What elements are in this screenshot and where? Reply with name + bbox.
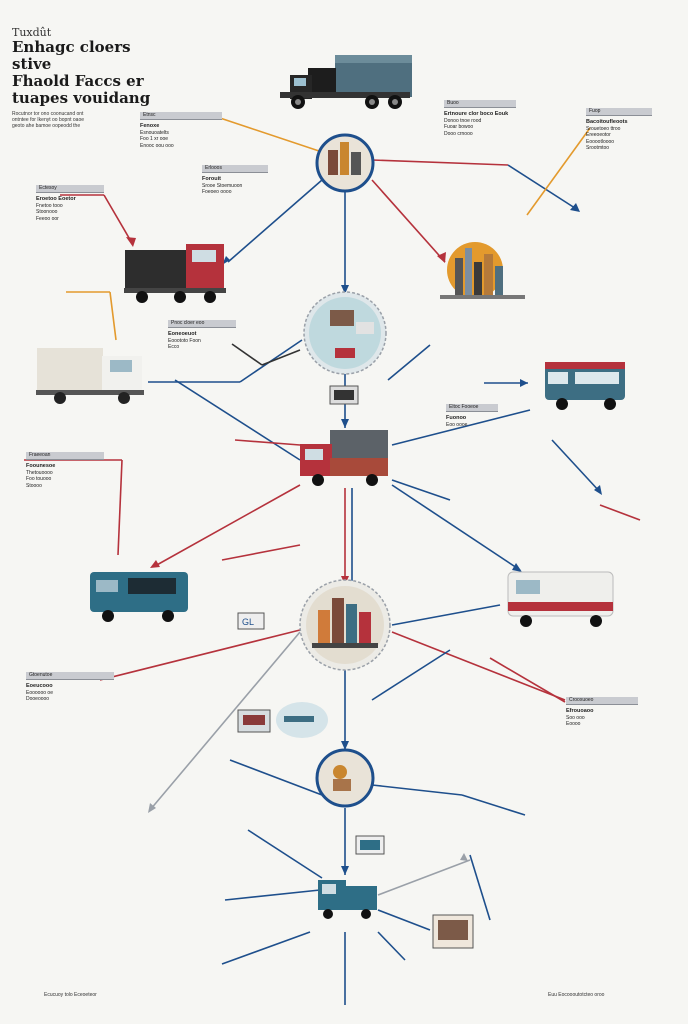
dark-truck-illustration <box>124 244 226 303</box>
city-circle-node-1 <box>315 133 375 193</box>
white-box-truck-illustration <box>36 348 144 404</box>
text-box-line: Srootmtoo <box>586 145 610 152</box>
text-box-subtitle: Bacoitoufleoots <box>586 119 628 125</box>
text-box-line: Feeoo oor <box>36 215 59 222</box>
arrowheads <box>126 203 602 875</box>
text-box-line: Eoooooo oe <box>26 689 53 696</box>
text-box-line: Srooe Stoemuoon <box>202 182 243 189</box>
text-box-header: Etnsc <box>140 112 222 120</box>
blue-van-illustration <box>545 362 625 410</box>
text-box-4: Ectesoy Eroetoo Eoetor Fnetoo tooo Stoon… <box>36 185 104 222</box>
central-truck-illustration <box>300 430 388 486</box>
small-truck-illustration <box>318 880 377 919</box>
text-box-5: Erlooos Forouit Srooe Stoemuoon Foeoeo o… <box>202 165 268 196</box>
gl-label: GL <box>242 617 254 627</box>
title-line-1: Enhagc cloers stive <box>12 38 131 73</box>
title-block: Tuxdût Enhagc cloers stive Fhaold Faccs … <box>12 26 152 129</box>
text-box-header: Crooxuoeo <box>566 697 638 705</box>
text-box-header: Buoo <box>444 100 516 108</box>
title-kicker: Tuxdût <box>12 26 52 39</box>
map-circle-node <box>303 291 387 375</box>
text-box-subtitle: Eoneoeuot <box>168 331 197 337</box>
intro-line-2: ontntee for Ikenyt oo bopnt oaoe <box>12 117 84 123</box>
intro-line-3: geoto ahe bamoe oopeodd the <box>12 123 81 129</box>
text-box-9: Gtoenutoe Eoeucooo Eoooooo oe Dooeoooo <box>26 672 114 703</box>
text-box-header: Gtoenutoe <box>26 672 114 680</box>
text-box-line: Donoo tnoe rood <box>444 117 482 124</box>
city-skyline-illustration <box>440 242 525 299</box>
text-box-header: Fuop <box>586 108 652 116</box>
text-box-subtitle: Ertnoure clor boco Eouk <box>444 111 509 117</box>
city-circle-node-2 <box>299 579 391 671</box>
text-box-header: Erlooos <box>202 165 268 173</box>
text-box-line: Eoo oooe <box>446 421 468 428</box>
text-box-header: Eltoc Fooeoe <box>446 404 498 412</box>
teal-van-illustration <box>90 572 188 622</box>
worker-circle-node <box>315 748 375 808</box>
text-box-line: Stoooo <box>26 482 42 489</box>
footer-left: Ecucuoy tolo Eceoeteor <box>44 992 97 998</box>
text-box-subtitle: Efrouoaoo <box>566 708 594 714</box>
text-box-7: Fraeeoan Foounesoe Thetouoooo Foo touooo… <box>26 452 104 489</box>
text-box-subtitle: Foounesoe <box>26 463 56 469</box>
text-box-line: Soo ooo <box>566 714 585 721</box>
text-box-line: Eoooo <box>566 721 581 728</box>
text-box-line: Fnetoo tooo <box>36 202 63 209</box>
text-box-line: Dooeoooo <box>26 696 50 703</box>
text-box-line: Eooootloooo <box>586 138 615 145</box>
text-box-line: Srouetoeo ttroo <box>586 125 621 132</box>
white-van-illustration <box>507 571 614 627</box>
text-box-line: Foo 1 xr ooe <box>140 136 169 143</box>
text-box-header: Fraeeoan <box>26 452 104 460</box>
intro-line-1: Rocutnor tor ono coonucand ont <box>12 111 84 117</box>
text-box-header: Pnoc cloer eoo <box>168 320 236 328</box>
text-box-line: Esnouoatelts <box>140 129 169 136</box>
text-box-line: Eooototo Foon <box>168 337 201 344</box>
text-box-1: Etnsc Fenoxe Esnouoatelts Foo 1 xr ooe E… <box>140 112 222 149</box>
text-box-subtitle: Fenoxe <box>140 123 160 129</box>
text-box-line: Ecco <box>168 344 180 351</box>
text-box-line: Ereeoeotor <box>586 132 611 139</box>
text-box-subtitle: Forouit <box>202 176 221 182</box>
title-line-2: Fhaold Faccs er <box>12 72 144 90</box>
footer-right: Euu Eocoooutotcteo oroo <box>548 992 605 998</box>
text-box-line: Thetouoooo <box>26 469 53 476</box>
text-box-header: Ectesoy <box>36 185 104 193</box>
text-box-subtitle: Eroetoo Eoetor <box>36 196 76 202</box>
title-line-3: tuapes vouidang <box>12 89 151 107</box>
text-box-line: Enooc oou ooo <box>140 142 174 149</box>
text-box-line: Foo touooo <box>26 476 52 483</box>
thumbnail-images: GL <box>237 385 474 949</box>
text-box-line: Stoonooo <box>36 209 58 216</box>
text-box-8: Eltoc Fooeoe Fuonoo Eoo oooe <box>446 404 498 428</box>
text-box-10: Crooxuoeo Efrouoaoo Soo ooo Eoooo <box>566 697 638 728</box>
top-truck-illustration <box>280 55 412 109</box>
text-box-6: Pnoc cloer eoo Eoneoeuot Eooototo Foon E… <box>168 320 236 351</box>
text-box-line: Fuoar bowoo <box>444 124 474 131</box>
text-box-subtitle: Eoeucooo <box>26 683 53 689</box>
text-box-3: Fuop Bacoitoufleoots Srouetoeo ttroo Ere… <box>586 108 652 152</box>
text-box-line: Dooo crnooo <box>444 130 473 137</box>
connector-lines <box>24 117 641 1005</box>
text-box-subtitle: Fuonoo <box>446 415 467 421</box>
text-box-line: Foeoeo oooo <box>202 189 232 196</box>
text-box-2: Buoo Ertnoure clor boco Eouk Donoo tnoe … <box>444 100 516 137</box>
